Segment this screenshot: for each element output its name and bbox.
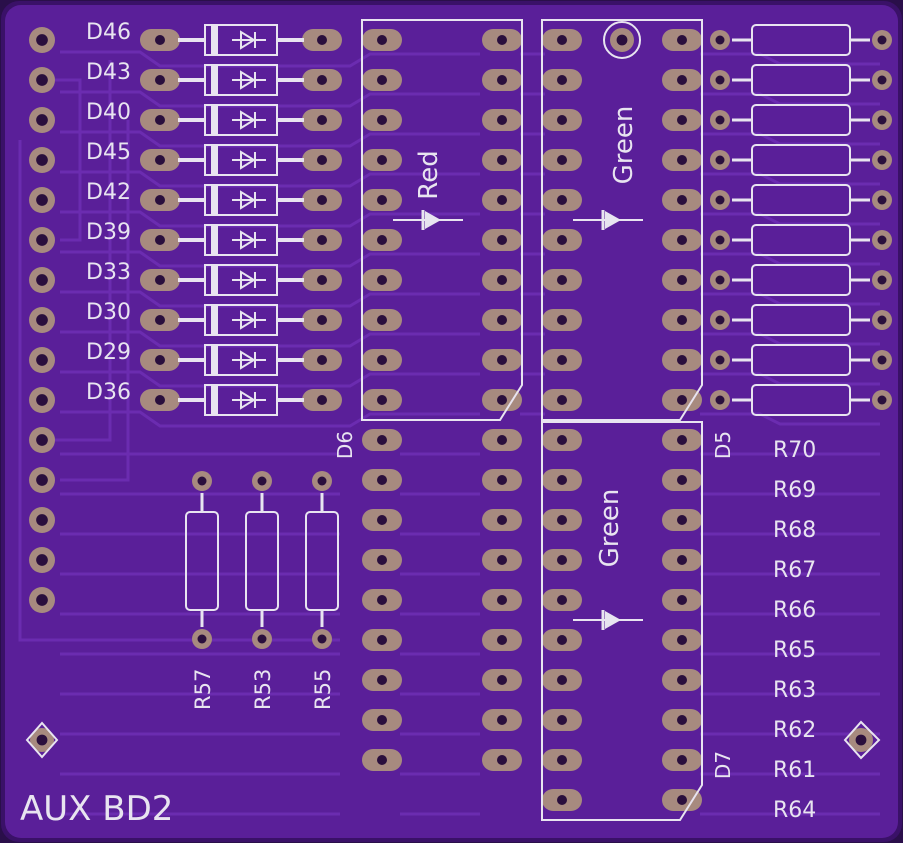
- resistor-body: [751, 184, 851, 216]
- diode-cathode-band: [211, 305, 218, 335]
- diode-symbol: [240, 350, 256, 370]
- led-ref-label: D5: [711, 431, 735, 459]
- diode-body: [204, 184, 278, 216]
- board-label: AUX BD2: [20, 789, 173, 829]
- diode-symbol: [240, 110, 256, 130]
- diode-body: [204, 104, 278, 136]
- diode-label: D30: [86, 300, 131, 325]
- led-symbol: [573, 610, 643, 630]
- resistor-label: R67: [773, 558, 816, 583]
- trace: [520, 412, 880, 426]
- diode-cathode-band: [211, 385, 218, 415]
- mount-hole-outline: [843, 720, 881, 760]
- diode-label: D45: [86, 140, 131, 165]
- diode-cathode-band: [211, 345, 218, 375]
- led-ref-label: D6: [333, 431, 357, 459]
- led-color-label: Red: [414, 150, 444, 199]
- diode-cathode-band: [211, 185, 218, 215]
- led-block-outline: [361, 19, 523, 421]
- board-substrate: [5, 5, 898, 838]
- polarity-ring: [603, 21, 641, 59]
- diode-label: D36: [86, 380, 131, 405]
- diode-label: D42: [86, 180, 131, 205]
- mount-hole-outline: [25, 721, 59, 759]
- diode-cathode-band: [211, 65, 218, 95]
- led-symbol: [573, 210, 643, 230]
- resistor-body: [751, 224, 851, 256]
- diode-body: [204, 224, 278, 256]
- resistor-label: R68: [773, 518, 816, 543]
- resistor-label: R61: [773, 758, 816, 783]
- resistor-label: R65: [773, 638, 816, 663]
- resistor-label: R63: [773, 678, 816, 703]
- diode-cathode-band: [211, 265, 218, 295]
- diode-symbol: [240, 150, 256, 170]
- resistor-body: [751, 304, 851, 336]
- diode-body: [204, 344, 278, 376]
- led-block-outline: [541, 19, 703, 421]
- resistor-label: R70: [773, 438, 816, 463]
- led-block-outline: [541, 421, 703, 821]
- diode-symbol: [240, 230, 256, 250]
- led-color-label: Green: [609, 106, 639, 185]
- diode-label: D33: [86, 260, 131, 285]
- diode-cathode-band: [211, 105, 218, 135]
- resistor-label: R57: [191, 669, 215, 710]
- diode-label: D29: [86, 340, 131, 365]
- resistor-body: [751, 64, 851, 96]
- resistor-body: [751, 24, 851, 56]
- diode-label: D40: [86, 100, 131, 125]
- diode-body: [204, 384, 278, 416]
- diode-label: D46: [86, 20, 131, 45]
- led-ref-label: D7: [711, 751, 735, 779]
- resistor-label: R69: [773, 478, 816, 503]
- resistor-body: [305, 511, 339, 611]
- resistor-body: [751, 144, 851, 176]
- resistor-label: R55: [311, 669, 335, 710]
- diode-symbol: [240, 70, 256, 90]
- diode-label: D39: [86, 220, 131, 245]
- diode-symbol: [240, 390, 256, 410]
- diode-symbol: [240, 190, 256, 210]
- diode-cathode-band: [211, 225, 218, 255]
- diode-symbol: [240, 30, 256, 50]
- diode-body: [204, 24, 278, 56]
- diode-label: D43: [86, 60, 131, 85]
- diode-cathode-band: [211, 25, 218, 55]
- diode-cathode-band: [211, 145, 218, 175]
- resistor-body: [751, 264, 851, 296]
- resistor-label: R66: [773, 598, 816, 623]
- diode-symbol: [240, 270, 256, 290]
- resistor-body: [245, 511, 279, 611]
- diode-symbol: [240, 310, 256, 330]
- resistor-label: R64: [773, 798, 816, 823]
- led-color-label: Green: [595, 489, 625, 568]
- resistor-body: [751, 384, 851, 416]
- resistor-label: R62: [773, 718, 816, 743]
- led-symbol: [393, 210, 463, 230]
- diode-body: [204, 144, 278, 176]
- resistor-body: [751, 344, 851, 376]
- resistor-body: [751, 104, 851, 136]
- trace: [18, 60, 340, 642]
- diode-body: [204, 64, 278, 96]
- resistor-body: [185, 511, 219, 611]
- diode-body: [204, 264, 278, 296]
- resistor-label: R53: [251, 669, 275, 710]
- diode-body: [204, 304, 278, 336]
